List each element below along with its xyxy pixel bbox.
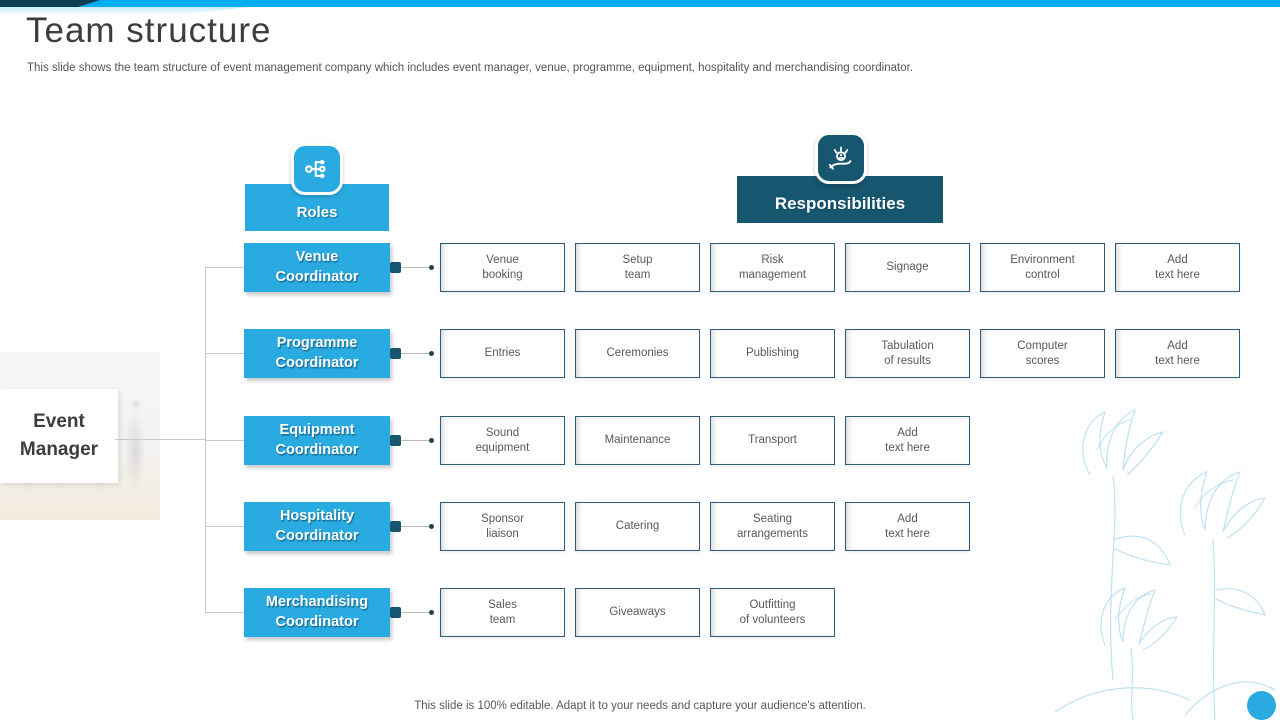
top-accent-bar-dark-segment — [0, 0, 100, 7]
tree-branch-line — [205, 440, 244, 441]
role-row-venue: Venue Coordinator Venue booking Setup te… — [0, 243, 1280, 292]
connector-dot — [429, 610, 434, 615]
connector-square — [390, 521, 401, 532]
responsibility-box: Tabulation of results — [845, 329, 970, 378]
connector-square — [390, 435, 401, 446]
responsibility-box: Sound equipment — [440, 416, 565, 465]
responsibility-box: Outfitting of volunteers — [710, 588, 835, 637]
connector-line — [401, 440, 429, 441]
connector-dot — [429, 351, 434, 356]
responsibility-box: Sales team — [440, 588, 565, 637]
responsibility-box: Maintenance — [575, 416, 700, 465]
responsibility-box: Signage — [845, 243, 970, 292]
responsibility-box: Add text here — [1115, 329, 1240, 378]
responsibility-box: Computer scores — [980, 329, 1105, 378]
connector-square — [390, 607, 401, 618]
event-manager-card: Event Manager — [0, 389, 118, 483]
tree-branch-line — [205, 526, 244, 527]
responsibility-box: Venue booking — [440, 243, 565, 292]
role-box-venue: Venue Coordinator — [244, 243, 390, 292]
role-box-merchandising: Merchandising Coordinator — [244, 588, 390, 637]
role-row-hospitality: Hospitality Coordinator Sponsor liaison … — [0, 502, 1280, 551]
responsibility-box: Entries — [440, 329, 565, 378]
connector-line — [401, 526, 429, 527]
responsibility-box: Add text here — [1115, 243, 1240, 292]
connector-dot — [429, 524, 434, 529]
slide-title: Team structure — [26, 11, 272, 50]
responsibility-box: Setup team — [575, 243, 700, 292]
role-box-programme: Programme Coordinator — [244, 329, 390, 378]
role-box-hospitality: Hospitality Coordinator — [244, 502, 390, 551]
connector-line — [401, 353, 429, 354]
tree-branch-line — [205, 353, 244, 354]
connector-dot — [429, 438, 434, 443]
flower-sketch-decoration — [1054, 408, 1276, 720]
role-row-equipment: Equipment Coordinator Sound equipment Ma… — [0, 416, 1280, 465]
slide-subtitle: This slide shows the team structure of e… — [27, 62, 913, 74]
corner-accent-dot — [1247, 691, 1276, 720]
responsibility-box: Risk management — [710, 243, 835, 292]
role-row-merchandising: Merchandising Coordinator Sales team Giv… — [0, 588, 1280, 637]
tree-branch-line — [205, 612, 244, 613]
responsibility-box: Sponsor liaison — [440, 502, 565, 551]
connector-square — [390, 348, 401, 359]
responsibility-box: Add text here — [845, 416, 970, 465]
role-row-programme: Programme Coordinator Entries Ceremonies… — [0, 329, 1280, 378]
tree-branch-line — [205, 267, 244, 268]
footer-note: This slide is 100% editable. Adapt it to… — [414, 700, 866, 712]
responsibility-box: Giveaways — [575, 588, 700, 637]
connector-square — [390, 262, 401, 273]
top-accent-swoosh — [0, 7, 250, 16]
responsibility-box: Transport — [710, 416, 835, 465]
hierarchy-icon — [291, 143, 343, 195]
responsibility-box: Publishing — [710, 329, 835, 378]
connector-line — [401, 612, 429, 613]
connector-dot — [429, 265, 434, 270]
role-box-equipment: Equipment Coordinator — [244, 416, 390, 465]
responsibility-box: Ceremonies — [575, 329, 700, 378]
responsibility-box: Environment control — [980, 243, 1105, 292]
manager-connector-line — [115, 439, 205, 440]
top-accent-bar — [0, 0, 1280, 7]
connector-line — [401, 267, 429, 268]
responsibility-box: Seating arrangements — [710, 502, 835, 551]
hand-idea-icon — [815, 132, 867, 184]
responsibility-box: Add text here — [845, 502, 970, 551]
responsibility-box: Catering — [575, 502, 700, 551]
